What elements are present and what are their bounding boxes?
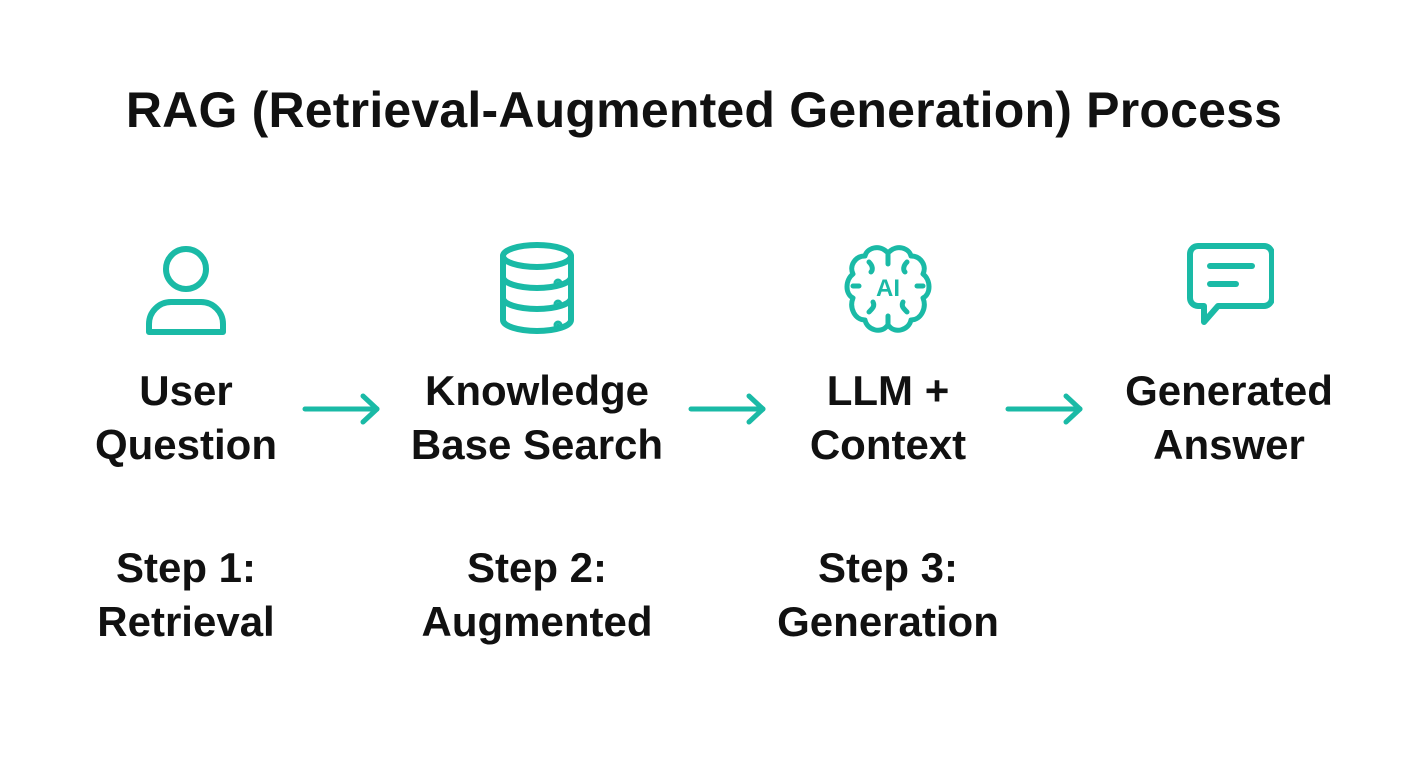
step-label-line: User <box>139 367 233 414</box>
arrow-right-icon <box>688 392 768 426</box>
step-label-line: Answer <box>1153 421 1305 468</box>
step-caption-line: Retrieval <box>97 598 275 645</box>
step-label: LLM + Context <box>708 364 1068 472</box>
step-llm-context: AI LLM + Context Step 3: Generation <box>708 0 1068 768</box>
arrow-right-icon <box>302 392 382 426</box>
step-caption-line: Step 3: <box>817 544 959 591</box>
step-caption-line: Augmented <box>421 598 653 645</box>
step-label-line: Knowledge <box>424 367 649 414</box>
step-caption-line: Step 2: <box>466 544 608 591</box>
step-caption: Step 3: Generation <box>708 541 1068 649</box>
user-icon <box>141 240 231 336</box>
step-caption-line: Step 1: <box>115 544 257 591</box>
step-caption: Step 2: Augmented <box>357 541 717 649</box>
database-icon <box>492 240 582 336</box>
diagram-title: RAG (Retrieval-Augmented Generation) Pro… <box>125 82 1283 138</box>
step-label: Generated Answer <box>1049 364 1408 472</box>
step-label: User Question <box>6 364 366 472</box>
step-caption-line: Generation <box>777 598 999 645</box>
chat-bubble-icon <box>1184 240 1274 336</box>
step-label-line: LLM + <box>826 367 950 414</box>
step-knowledge-base-search: Knowledge Base Search Step 2: Augmented <box>357 0 717 768</box>
step-label-line: Generated <box>1125 367 1333 414</box>
step-label-line: Question <box>94 421 277 468</box>
ai-brain-text: AI <box>876 275 900 302</box>
step-caption: Step 1: Retrieval <box>6 541 366 649</box>
ai-brain-icon: AI <box>843 240 933 336</box>
arrow-right-icon <box>1005 392 1085 426</box>
step-label-line: Context <box>809 421 967 468</box>
step-label: Knowledge Base Search <box>357 364 717 472</box>
step-generated-answer: Generated Answer <box>1049 0 1408 768</box>
step-user-question: User Question Step 1: Retrieval <box>6 0 366 768</box>
step-label-line: Base Search <box>410 421 664 468</box>
